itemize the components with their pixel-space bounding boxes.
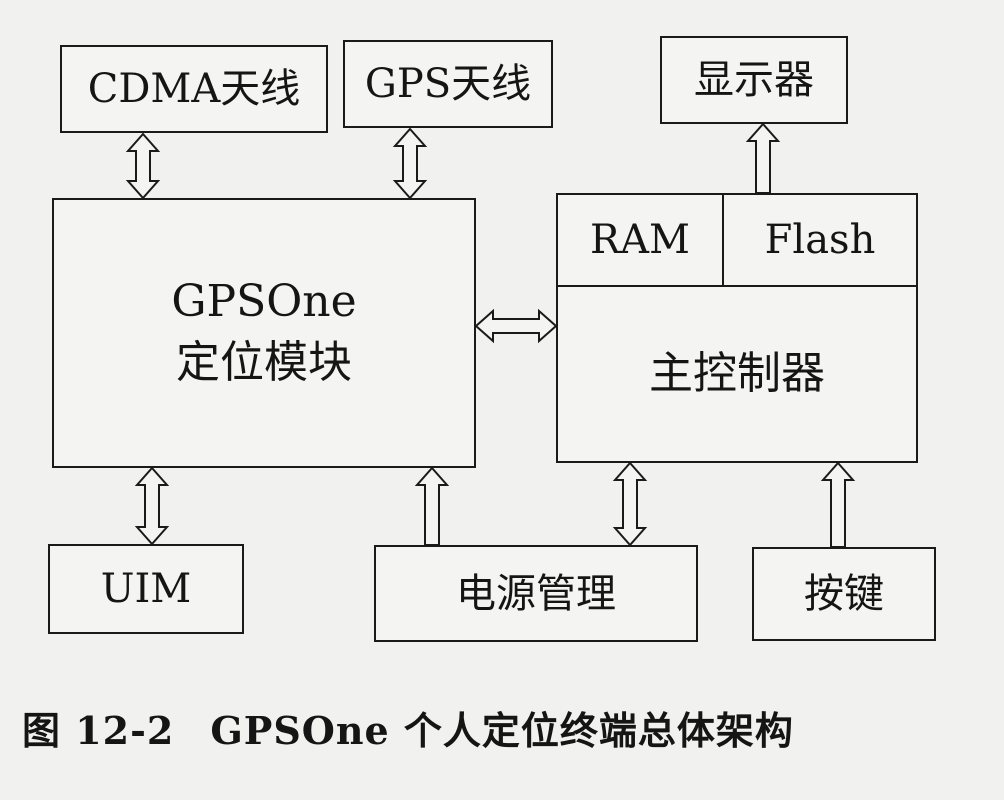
display-controller-arrow	[745, 122, 781, 194]
ram-label: RAM	[590, 217, 690, 263]
keys-controller-arrow	[820, 461, 856, 548]
gpsone-module-name: GPSOne	[171, 276, 357, 328]
flash-box: Flash	[722, 193, 918, 287]
display-label: 显示器	[694, 57, 814, 103]
power-management-label: 电源管理	[456, 570, 616, 617]
main-controller-box: 主控制器	[556, 285, 918, 463]
gpsone-module-label: GPSOne 定位模块	[171, 277, 356, 388]
cdma-module-arrow	[125, 132, 161, 200]
module-controller-arrow	[474, 308, 558, 344]
ram-box: RAM	[556, 193, 724, 287]
figure-title: GPSOne 个人定位终端总体架构	[210, 708, 794, 753]
uim-label: UIM	[100, 566, 192, 612]
gps-module-arrow	[392, 127, 428, 200]
gps-antenna-label: GPS天线	[364, 61, 532, 107]
uim-module-arrow	[134, 466, 170, 546]
power-management-box: 电源管理	[374, 545, 698, 642]
flash-label: Flash	[764, 217, 876, 263]
uim-box: UIM	[48, 544, 244, 634]
display-box: 显示器	[660, 36, 848, 124]
cdma-antenna-box: CDMA天线	[60, 45, 328, 133]
keys-label: 按键	[804, 571, 884, 617]
power-module-arrow	[414, 466, 450, 546]
gpsone-module-subtitle: 定位模块	[175, 337, 352, 388]
gps-antenna-box: GPS天线	[343, 40, 553, 128]
cdma-antenna-label: CDMA天线	[87, 66, 301, 112]
power-controller-arrow	[612, 461, 648, 547]
figure-number: 图 12-2	[22, 708, 175, 753]
gpsone-module-box: GPSOne 定位模块	[52, 198, 476, 468]
main-controller-label: 主控制器	[649, 347, 825, 399]
figure-caption: 图 12-2 GPSOne 个人定位终端总体架构	[22, 700, 794, 755]
keys-box: 按键	[752, 547, 936, 641]
